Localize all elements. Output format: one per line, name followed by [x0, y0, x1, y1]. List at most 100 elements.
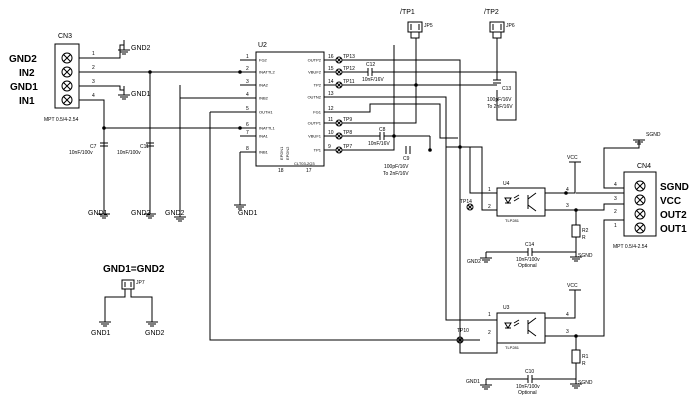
resistor-r1	[571, 349, 581, 364]
cn3-label-gnd2: GND2	[9, 54, 37, 65]
c7-value: 10nF/100v	[69, 150, 93, 156]
gnd2-net-label-top: GND2	[131, 45, 151, 52]
resistor-r2	[571, 224, 581, 238]
u3-pin-3: 3	[566, 329, 569, 335]
u3-pin-2: 2	[488, 330, 491, 336]
r2-value: R	[582, 235, 586, 241]
r1-ref: R1	[582, 354, 589, 360]
junction-dot	[564, 191, 568, 195]
u2-right-pin-name: VBUF2	[308, 70, 322, 75]
capacitor-c13-symbol	[493, 79, 501, 84]
u2-right-pin-number: 10	[328, 130, 334, 136]
u4-ref: U4	[503, 181, 510, 187]
testpoint-tp14	[466, 203, 474, 211]
u2-right-pin-name: VBUF1	[308, 134, 322, 139]
u2-pin-18: 18	[278, 168, 284, 174]
u2-left-pin-number: 7	[246, 130, 249, 136]
cn3-label-in1: IN1	[19, 96, 35, 107]
cn4-sgnd-wire	[603, 139, 645, 189]
u2-right-wires	[324, 44, 517, 340]
ground-symbols-bottom-row	[98, 204, 246, 222]
gnd2-net-label-pin4: GND2	[165, 210, 185, 217]
cn4-pin-2: 2	[614, 209, 617, 215]
u2-left-pin-name: INB2	[259, 96, 269, 101]
u3-wires	[445, 147, 624, 380]
r1-value: R	[582, 361, 586, 367]
gnd1-net-label-jp7: GND1	[91, 330, 111, 337]
u2-left-pin-name: INA1	[259, 134, 269, 139]
u2-part: CLT03-2Q3	[294, 161, 315, 166]
u2-right-pin-number: 13	[328, 91, 334, 97]
jp6-label: JP6	[506, 23, 515, 29]
c10-ref: C10	[525, 369, 534, 375]
tp14-label: TP14	[460, 199, 472, 205]
tp7-label: TP7	[343, 144, 352, 150]
gnd1-net-label-c10: GND1	[466, 379, 480, 385]
u3-part: TLP281	[505, 345, 520, 350]
cn4-ref: CN4	[637, 163, 651, 170]
u2-left-pin-name: INB1	[259, 150, 269, 155]
c12-value: 10nF/16V	[362, 77, 384, 83]
vcc-label-u3: VCC	[567, 283, 578, 289]
c11-ref: C11	[140, 144, 149, 150]
u2-left-pin-name: INATTL2	[259, 70, 275, 75]
cn4-pin-1: 1	[614, 223, 617, 229]
c14-optional: Optional	[518, 263, 537, 269]
testpoint-tp10	[456, 336, 464, 344]
u2-right-pin-number: 9	[328, 144, 331, 150]
c10-value: 10nF/100v	[516, 384, 540, 390]
cn3-label-gnd1: GND1	[10, 82, 38, 93]
capacitor-c10-symbol	[480, 375, 582, 390]
u2-ref: U2	[258, 42, 267, 49]
u2-right-pin-number: 11	[328, 117, 333, 123]
u2-left-pin-number: 4	[246, 92, 249, 98]
u2-left-pin-number: 5	[246, 106, 249, 112]
u2-left-pin-number: 3	[246, 79, 249, 85]
sgnd-net-label-cn4: SGND	[646, 132, 661, 138]
u2-right-pin-number: 14	[328, 79, 334, 85]
cn3-pin-1: 1	[92, 51, 95, 57]
capacitor-c11-symbol	[146, 142, 154, 147]
u2-left-pin-number: 1	[246, 54, 249, 60]
u3-pin-1: 1	[488, 312, 491, 318]
cn4-label-out1: OUT1	[660, 224, 687, 235]
u2-left-pin-number: 6	[246, 122, 249, 128]
u4-pin-2: 2	[488, 204, 491, 210]
connector-cn4: CN4 SGND VCC OUT2 OUT1 4 3 2 1 MPT 0.5/4…	[613, 163, 689, 250]
capacitor-c8-symbol	[379, 132, 385, 140]
u2-right-pin-name: OUTN2	[307, 95, 321, 100]
sgnd-net-label-u3: SGND	[578, 380, 593, 386]
u4-pin-4: 4	[566, 187, 569, 193]
capacitor-c9-symbol	[405, 146, 411, 154]
cn4-label-out2: OUT2	[660, 210, 687, 221]
u3-ref: U3	[503, 305, 510, 311]
gnd2-net-label-c11: GND2	[131, 210, 151, 217]
c7-ref: C7	[90, 144, 97, 150]
tp12-label: TP12	[343, 66, 355, 72]
cn4-pin-4: 4	[614, 182, 617, 188]
u2-right-pin-name: OUTP1	[308, 121, 322, 126]
c8-value: 10nF/16V	[368, 141, 390, 147]
u2-center-label-1: EPDN1	[279, 146, 284, 160]
cn3-part: MPT 0.5/4-2.54	[44, 117, 79, 123]
u4-pin-3: 3	[566, 203, 569, 209]
u2-right-pin-name: TP2	[314, 83, 322, 88]
opto-u3: U3 TLP281	[496, 305, 546, 350]
u2-right-pin-name: OUTP2	[308, 58, 322, 63]
gnd-equal-label: GND1=GND2	[103, 264, 165, 275]
capacitor-c7-symbol	[100, 142, 108, 147]
tp11-label: TP11	[343, 79, 355, 85]
cn3-body	[54, 43, 80, 109]
cn4-label-vcc: VCC	[660, 196, 681, 207]
cn4-label-sgnd: SGND	[660, 182, 689, 193]
junction-dot	[574, 208, 578, 212]
cn3-ref: CN3	[58, 33, 72, 40]
gnd2-net-label-jp7: GND2	[145, 330, 165, 337]
c10-optional: Optional	[518, 390, 537, 396]
u2-left-pin-name: FG2	[259, 58, 268, 63]
junction-dot	[238, 70, 242, 74]
jumper-jp7: JP7 GND1 GND2	[91, 279, 165, 337]
u2-left-pin-number: 8	[246, 146, 249, 152]
c8-ref: C8	[379, 127, 386, 133]
cn3-pin-2: 2	[92, 65, 95, 71]
